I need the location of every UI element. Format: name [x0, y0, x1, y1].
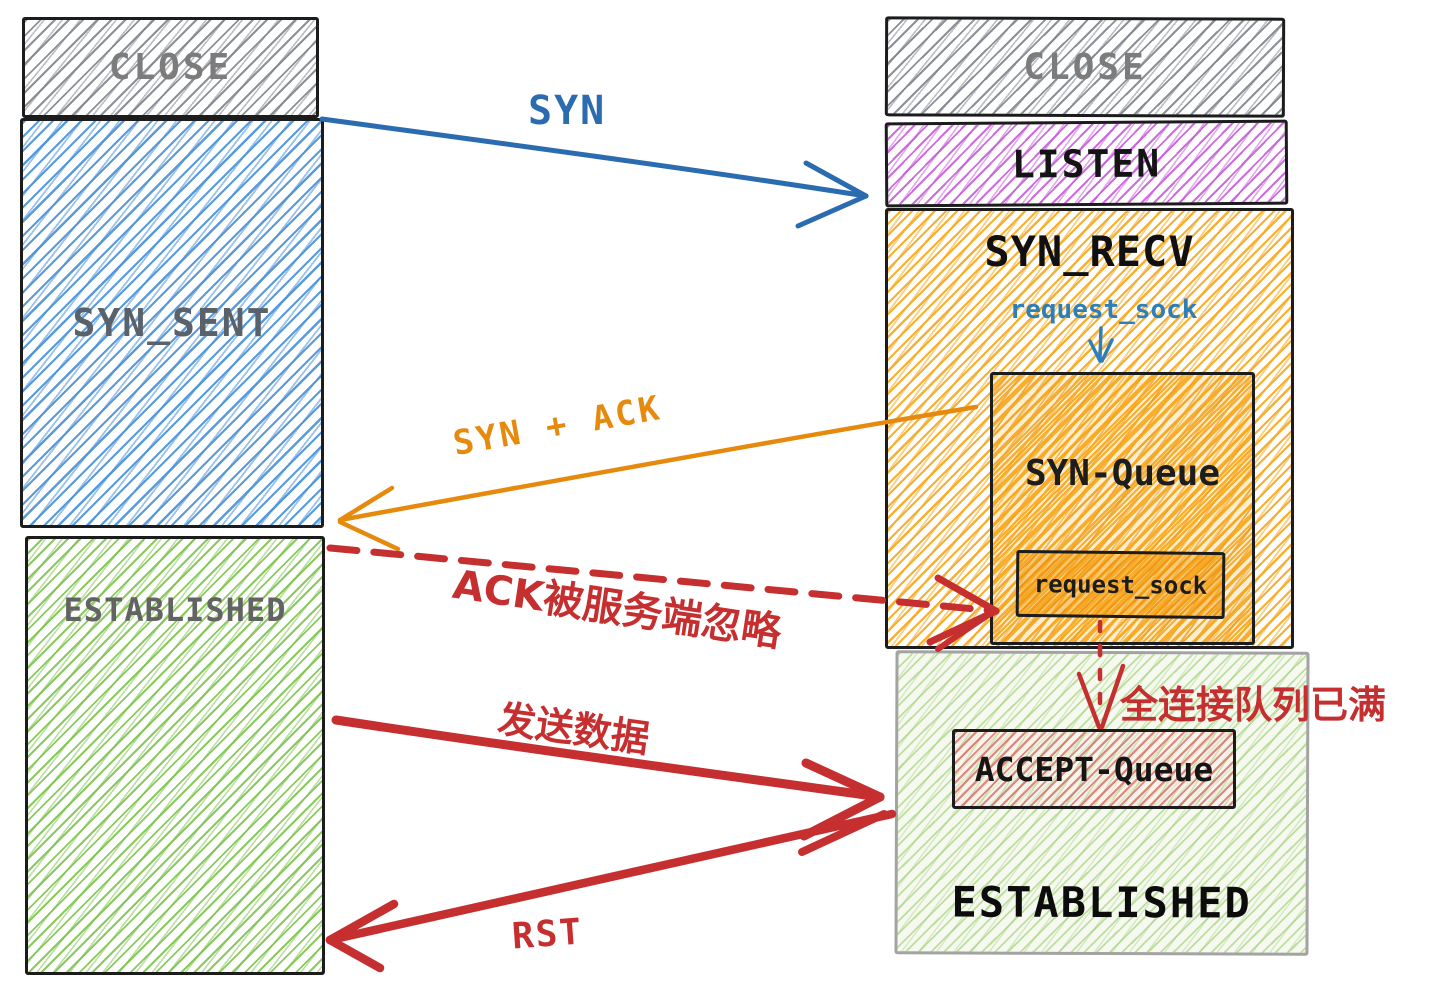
client-close-label: CLOSE: [108, 47, 233, 88]
server-syn-recv-label: SYN_RECV: [984, 227, 1195, 276]
syn-queue-label: SYN-Queue: [1024, 453, 1221, 494]
request-sock-pointer-label: request_sock: [1009, 295, 1198, 325]
send-data-message-label: 发送数据: [495, 696, 652, 762]
syn-message-label: SYN: [528, 88, 607, 134]
client-close-state-box: CLOSE: [22, 17, 319, 118]
client-syn-sent-state-box: SYN_SENT: [20, 118, 324, 528]
syn-arrow: [319, 116, 869, 229]
request-sock-item-label: request_sock: [1033, 569, 1208, 600]
request-sock-item-box: request_sock: [1015, 549, 1226, 620]
accept-queue-label: ACCEPT-Queue: [974, 749, 1214, 789]
syn-ack-message-label: SYN + ACK: [450, 387, 666, 465]
rst-message-label: RST: [510, 911, 585, 958]
accept-queue-box: ACCEPT-Queue: [952, 729, 1236, 809]
rst-arrow: [325, 809, 897, 973]
server-established-label: ESTABLISHED: [951, 877, 1252, 928]
client-syn-sent-label: SYN_SENT: [72, 301, 272, 345]
server-listen-state-box: LISTEN: [884, 119, 1289, 208]
client-established-state-box: ESTABLISHED: [25, 536, 325, 975]
client-established-label: ESTABLISHED: [63, 591, 287, 629]
ack-ignored-message-label: ACK被服务端忽略: [449, 561, 785, 657]
server-close-state-box: CLOSE: [884, 16, 1286, 118]
server-listen-label: LISTEN: [1011, 140, 1162, 187]
queue-full-message-label: 全连接队列已满: [1120, 683, 1387, 727]
server-close-label: CLOSE: [1023, 46, 1147, 88]
